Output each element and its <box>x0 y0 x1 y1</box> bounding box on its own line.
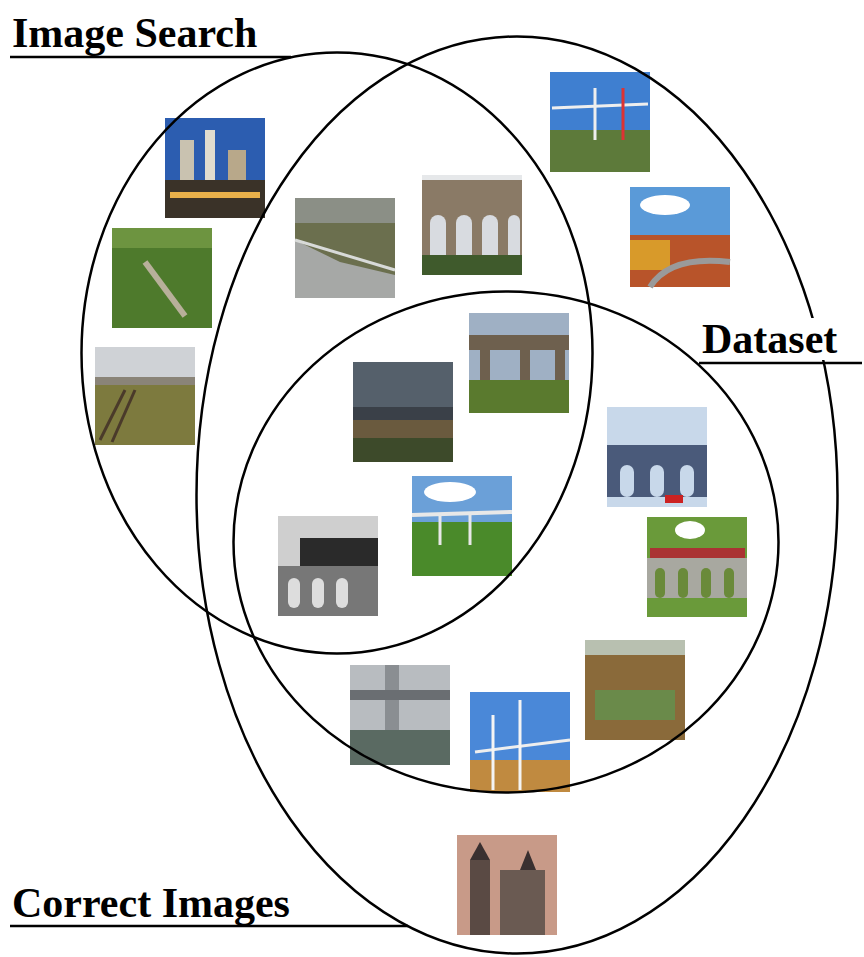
ellipse-outline <box>80 51 594 655</box>
venn-ellipse: Correct Images <box>195 35 839 955</box>
set-label: Image Search <box>10 12 259 54</box>
set-label: Correct Images <box>10 882 292 924</box>
photo-bw-train <box>278 516 378 616</box>
venn-ellipse: Image Search <box>80 51 594 655</box>
photo-brick-bridge <box>607 407 707 507</box>
photo-arch-viaduct <box>469 313 569 413</box>
photo-cable-bridge <box>550 72 650 172</box>
photo-cable-bridge <box>470 692 570 792</box>
venn-ellipse: Dataset <box>232 290 780 794</box>
photo-canyon <box>585 640 685 740</box>
photo-green-viaduct <box>412 476 512 576</box>
photo-hill <box>112 228 212 328</box>
label-underline <box>10 925 408 928</box>
label-underline <box>699 362 862 365</box>
photo-rail-garden <box>95 347 195 445</box>
photo-steam-train <box>647 517 747 617</box>
ellipse-outline <box>195 35 839 955</box>
photo-highway <box>350 665 450 765</box>
photo-castle <box>457 835 557 935</box>
photo-dark-viaduct <box>353 362 453 462</box>
photo-autumn <box>630 187 730 287</box>
label-underline <box>10 56 291 59</box>
photo-walkway <box>295 198 395 298</box>
photo-city <box>165 118 265 218</box>
photo-aqueduct <box>422 175 522 275</box>
ellipse-outline <box>232 290 780 794</box>
set-label: Dataset <box>700 318 839 360</box>
